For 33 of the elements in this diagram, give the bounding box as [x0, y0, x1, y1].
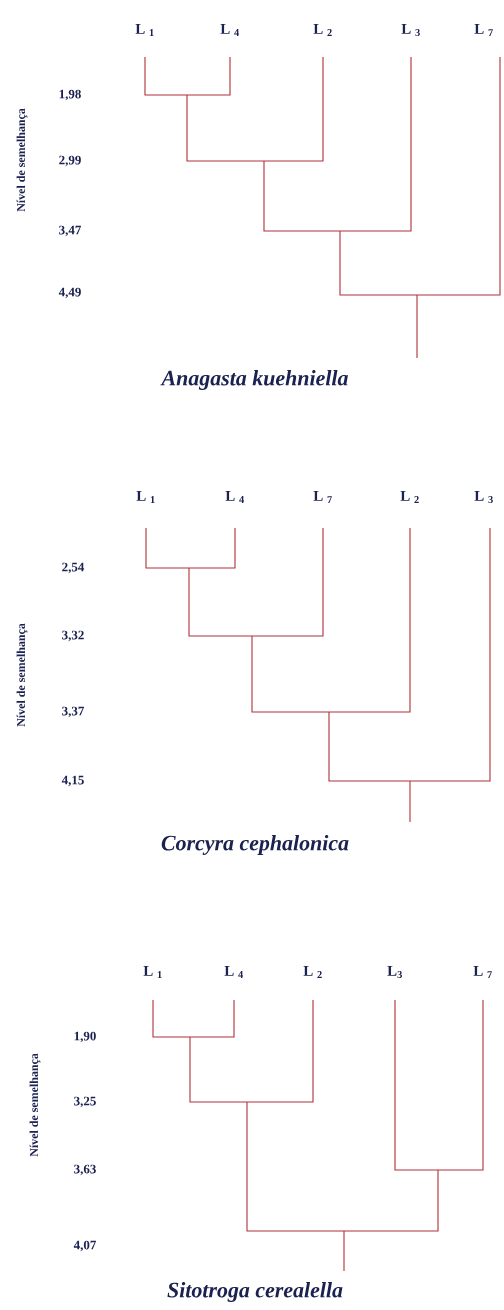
tick-label: 3,37 [62, 706, 84, 718]
leaf-label: L $_{1}$ [143, 966, 162, 978]
leaf-label: L$_{3}$ [387, 966, 402, 979]
leaf-label: L $_{2}$ [400, 491, 419, 503]
axis-title: Nível de semelhança [29, 1053, 41, 1157]
leaf-label: L $_{3}$ [401, 24, 420, 37]
leaf-label: L $_{4}$ [220, 24, 239, 36]
leaf-label: L $_{1}$ [135, 24, 154, 36]
tick-label: 2,99 [59, 155, 81, 167]
leaf-label: L $_{2}$ [313, 24, 332, 36]
tick-label: 1,90 [74, 1031, 96, 1043]
species-name: Sitotroga cerealella [167, 1282, 343, 1302]
tick-label: 1,98 [59, 89, 81, 101]
tick-label: 4,07 [73, 1240, 96, 1252]
leaf-label: L $_{7}$ [473, 966, 492, 978]
tick-label: 3,32 [62, 630, 84, 642]
axis-title: Nível de semelhança [16, 108, 28, 212]
tick-label: 2,54 [62, 562, 85, 574]
species-name: Corcyra cephalonica [161, 835, 349, 855]
tick-label: 4,15 [61, 775, 84, 787]
tick-label: 3,47 [59, 225, 81, 237]
tick-label: 3,25 [74, 1096, 96, 1108]
leaf-label: L $_{7}$ [313, 491, 332, 503]
leaf-label: L $_{1}$ [136, 491, 155, 503]
tick-label: 3,63 [74, 1164, 96, 1176]
leaf-label: L $_{4}$ [225, 491, 244, 503]
axis-title: Nível de semelhança [16, 623, 28, 727]
tick-label: 4,49 [58, 287, 81, 299]
leaf-label: L $_{7}$ [474, 24, 493, 36]
leaf-label: L $_{4}$ [224, 966, 243, 978]
leaf-label: L $_{2}$ [303, 966, 322, 978]
leaf-label: L $_{3}$ [474, 491, 493, 504]
species-name: Anagasta kuehniella [160, 370, 348, 390]
